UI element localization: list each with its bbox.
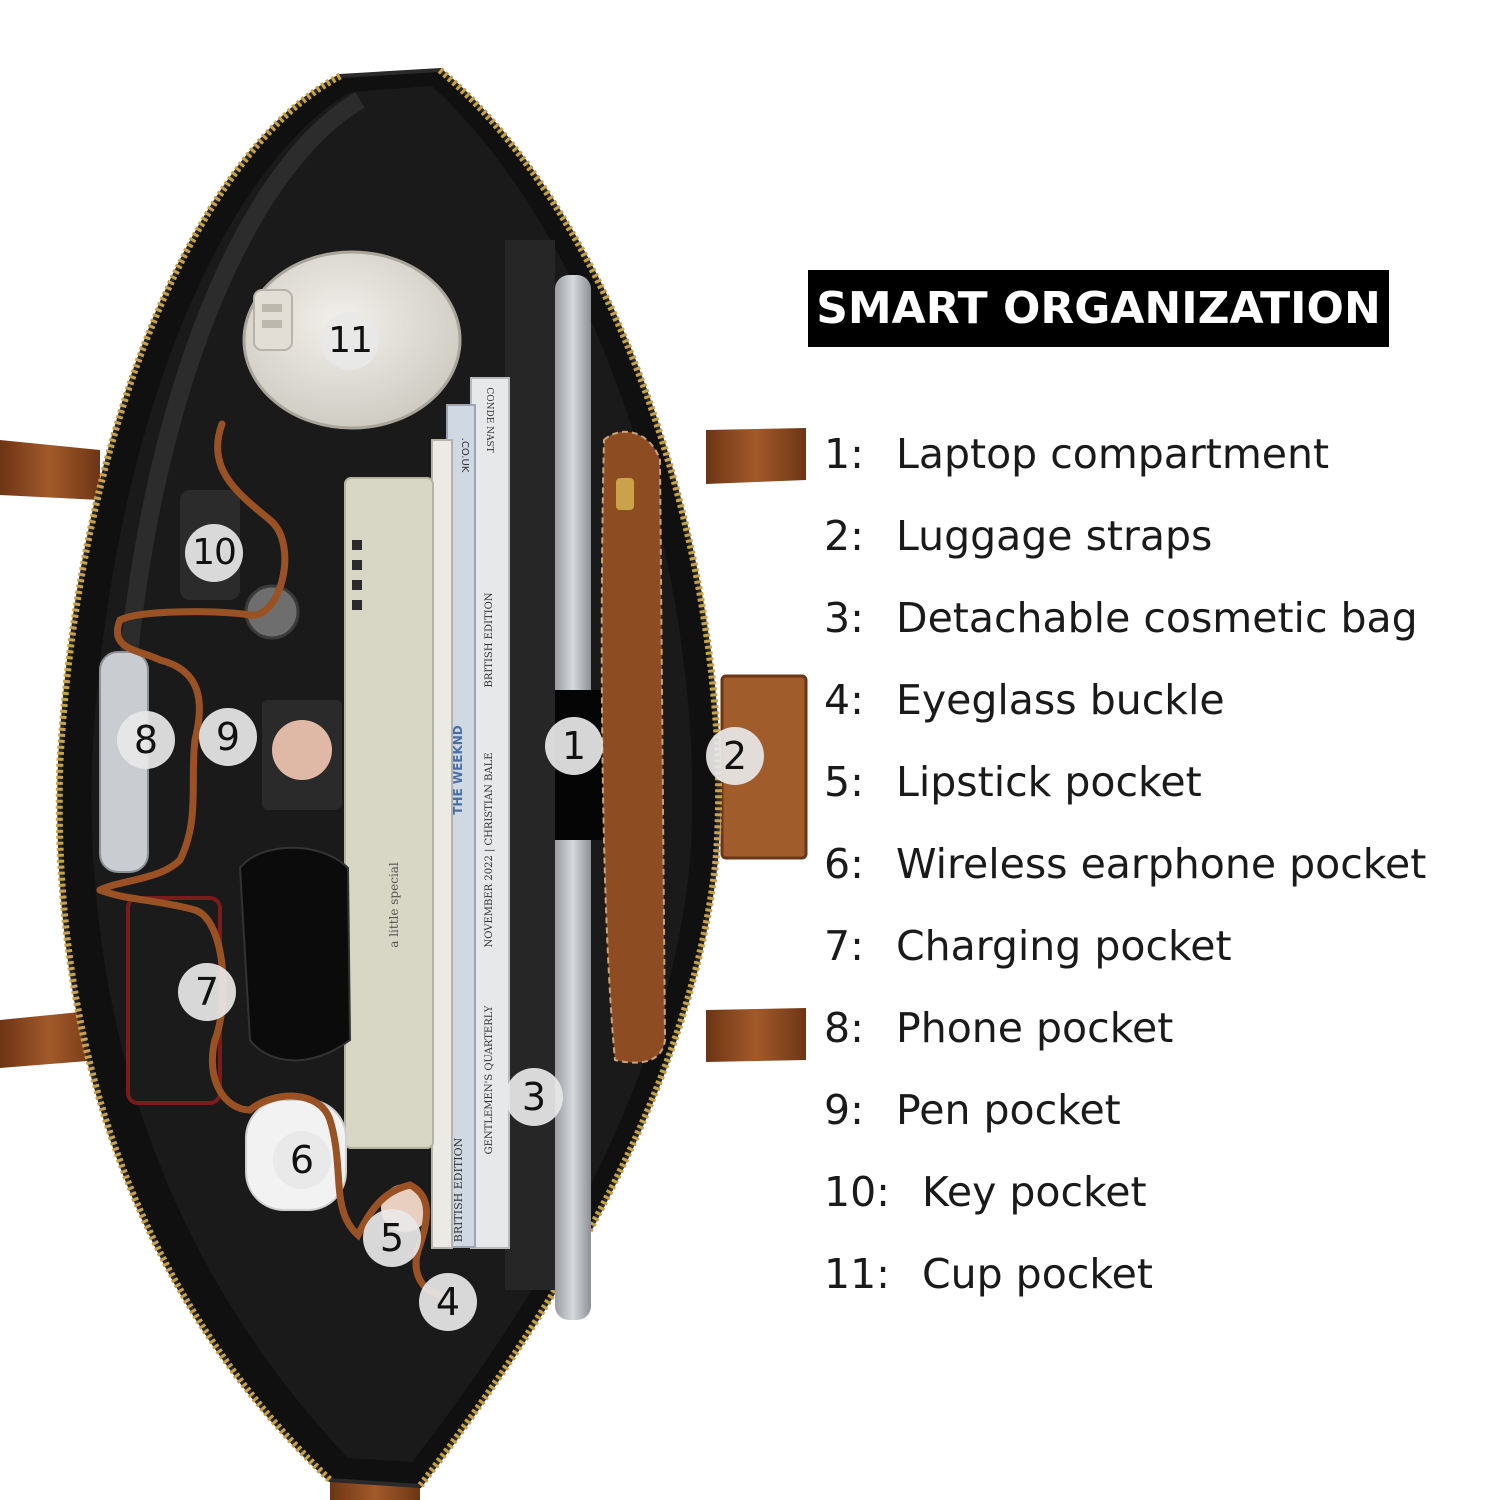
magazine-1-title: THE WEEKND [451,725,465,815]
magazine-2-title: GENTLEMEN'S QUARTERLY [484,1005,495,1154]
book: a little special [344,477,434,1149]
magazine-1-edition: BRITISH EDITION [452,1137,465,1242]
marker-2: 2 [706,727,764,785]
legend-number: 9: [824,1086,864,1134]
legend-label: Pen pocket [896,1086,1121,1134]
section-title: SMART ORGANIZATION [808,270,1389,347]
legend-number: 7: [824,922,864,970]
legend-number: 8: [824,1004,864,1052]
pocket-items [99,490,429,1232]
legend-item: 10: Key pocket [824,1162,1426,1244]
legend-label: Eyeglass buckle [896,676,1225,724]
legend-number: 2: [824,512,864,560]
marker-9: 9 [199,708,257,766]
marker-4: 4 [419,1273,477,1331]
legend-number: 4: [824,676,864,724]
legend-label: Luggage straps [896,512,1213,560]
feature-legend: 1: Laptop compartment 2: Luggage straps 3:… [824,424,1426,1326]
marker-10: 10 [185,524,243,582]
legend-number: 6: [824,840,864,888]
marker-7: 7 [178,963,236,1021]
legend-item: 8: Phone pocket [824,998,1426,1080]
legend-item: 2: Luggage straps [824,506,1426,588]
legend-label: Laptop compartment [896,430,1330,478]
magazine-2-edition: BRITISH EDITION [484,592,495,687]
legend-item: 5: Lipstick pocket [824,752,1426,834]
legend-number: 1: [824,430,864,478]
magazine-1-site: .CO.UK [459,438,470,473]
magazines: THE WEEKND BRITISH EDITION .CO.UK CONDE … [431,377,510,1249]
legend-label: Key pocket [922,1168,1147,1216]
legend-item: 1: Laptop compartment [824,424,1426,506]
legend-item: 4: Eyeglass buckle [824,670,1426,752]
legend-item: 6: Wireless earphone pocket [824,834,1426,916]
legend-label: Cup pocket [922,1250,1153,1298]
legend-item: 9: Pen pocket [824,1080,1426,1162]
legend-number: 3: [824,594,864,642]
legend-label: Lipstick pocket [896,758,1202,806]
marker-5: 5 [363,1209,421,1267]
legend-item: 11: Cup pocket [824,1244,1426,1326]
magazine-2-publisher: CONDE NAST [484,387,494,452]
book-cover-text: a little special [387,862,401,948]
legend-label: Wireless earphone pocket [896,840,1427,888]
magazine-2-line: NOVEMBER 2022 | CHRISTIAN BALE [484,752,495,947]
legend-number: 10: [824,1168,890,1216]
legend-item: 3: Detachable cosmetic bag [824,588,1426,670]
marker-1: 1 [545,717,603,775]
legend-label: Charging pocket [896,922,1232,970]
zip-pocket-trim [600,430,667,1064]
legend-number: 11: [824,1250,890,1298]
marker-11: 11 [321,312,379,370]
legend-label: Phone pocket [896,1004,1174,1052]
marker-3: 3 [505,1068,563,1126]
legend-number: 5: [824,758,864,806]
legend-label: Detachable cosmetic bag [896,594,1418,642]
marker-8: 8 [117,711,175,769]
marker-6: 6 [273,1131,331,1189]
legend-item: 7: Charging pocket [824,916,1426,998]
zipper [55,67,723,1489]
